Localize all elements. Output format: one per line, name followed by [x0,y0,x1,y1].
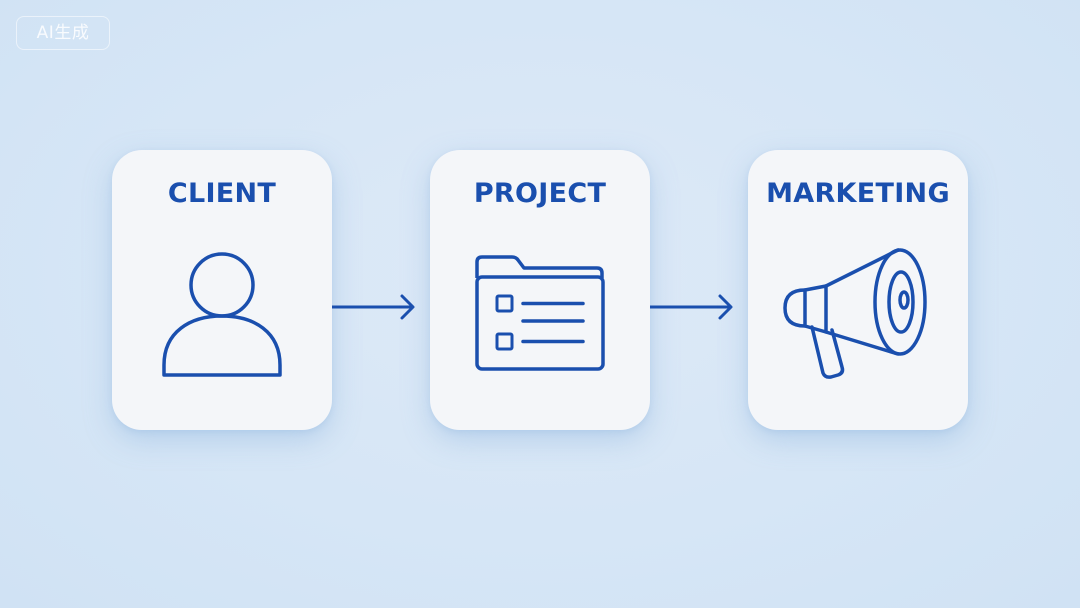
card-client: CLIENT [112,150,332,430]
folder-list-icon [475,255,605,371]
arrow-right-icon [332,294,415,320]
user-icon [162,252,282,377]
card-marketing: MARKETING [748,150,968,430]
card-title-client: CLIENT [167,178,277,209]
card-project: PROJECT [430,150,650,430]
card-title-marketing: MARKETING [766,178,950,209]
megaphone-icon [783,248,927,379]
arrow-right-icon [650,294,733,320]
card-title-project: PROJECT [473,178,607,209]
watermark-badge: AI生成 [16,16,110,50]
